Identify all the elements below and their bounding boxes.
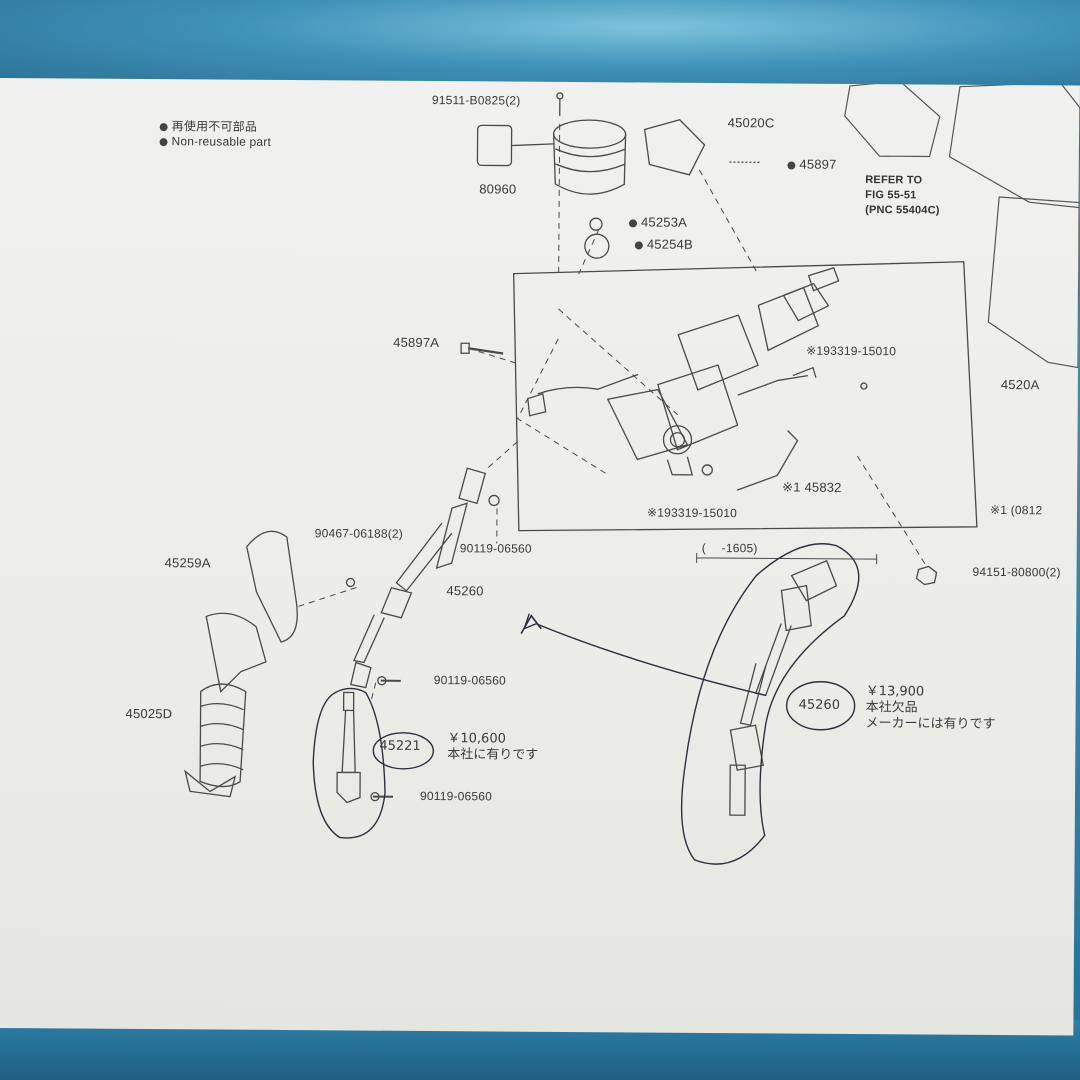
label-90119-upper: 90119-06560 (459, 541, 532, 556)
diagram-art (184, 80, 1080, 865)
label-45253A: 45253A (628, 214, 687, 230)
note-left-text: 本社に有りです (447, 747, 539, 763)
label-4520A: 4520A (1000, 376, 1040, 393)
intermediate-shaft-45260 (349, 467, 500, 689)
steering-column-45200A (527, 267, 868, 491)
handwriting-marks (312, 543, 860, 865)
label-90467: 90467-06188(2) (314, 526, 404, 541)
refer-line-3: (PNC 55404C) (865, 204, 940, 217)
note-left-code: 45221 (379, 738, 421, 754)
gear-45254B (584, 233, 610, 259)
label-94151: 94151-80800(2) (972, 564, 1061, 580)
label-45832: ※1 45832 (782, 479, 842, 495)
gear-45253A (589, 217, 603, 231)
non-reusable-dot-icon (634, 240, 643, 250)
refer-line-2: FIG 55-51 (865, 189, 917, 202)
non-reusable-dot-icon (159, 137, 168, 146)
boot-45025D (184, 612, 267, 798)
label-90119-middle: 90119-06560 (433, 673, 506, 688)
note-right-code: 45260 (798, 697, 841, 713)
label-80960: 80960 (479, 181, 517, 197)
shaft-45221 (336, 691, 361, 804)
label-193319-bottom: ※193319-15010 (646, 505, 738, 521)
label-45260: 45260 (446, 583, 484, 599)
cover-45259A (246, 530, 298, 643)
refer-line-1: REFER TO (865, 174, 923, 187)
non-reusable-dot-icon (628, 218, 638, 228)
legend-en: Non-reusable part (159, 134, 271, 149)
non-reusable-dot-icon (159, 122, 168, 131)
non-reusable-dot-icon (787, 161, 796, 170)
motor-80960 (476, 92, 627, 195)
parts-diagram-sheet: 再使用不可部品 Non-reusable part 91511-B0825(2)… (0, 78, 1080, 1036)
note-right-text-2: メーカーには有りです (865, 716, 996, 732)
note-right-text-1: 本社欠品 (865, 700, 918, 716)
connector-45020C (643, 119, 706, 176)
label-dimension-1605: ( -1605) (701, 540, 758, 556)
label-91511: 91511-B0825(2) (431, 93, 521, 108)
refer-parts (844, 80, 1080, 369)
label-10812: ※1 (0812 (989, 502, 1043, 518)
note-right-price: ￥13,900 (865, 684, 925, 700)
label-90119-lower: 90119-06560 (419, 788, 493, 804)
label-45259A: 45259A (164, 555, 211, 571)
legend-jp: 再使用不可部品 (159, 117, 258, 135)
background-top (0, 0, 1080, 90)
label-45897A: 45897A (393, 334, 440, 351)
label-45254B: 45254B (634, 236, 693, 252)
intermediate-shaft-45260-detail (729, 559, 838, 816)
label-45020C: 45020C (727, 115, 775, 131)
note-left-price: ￥10,600 (447, 731, 506, 747)
label-193319-top: ※193319-15010 (806, 343, 897, 359)
label-45897: 45897 (787, 156, 837, 172)
label-45025D: 45025D (125, 705, 173, 722)
assembly-box (512, 261, 978, 532)
